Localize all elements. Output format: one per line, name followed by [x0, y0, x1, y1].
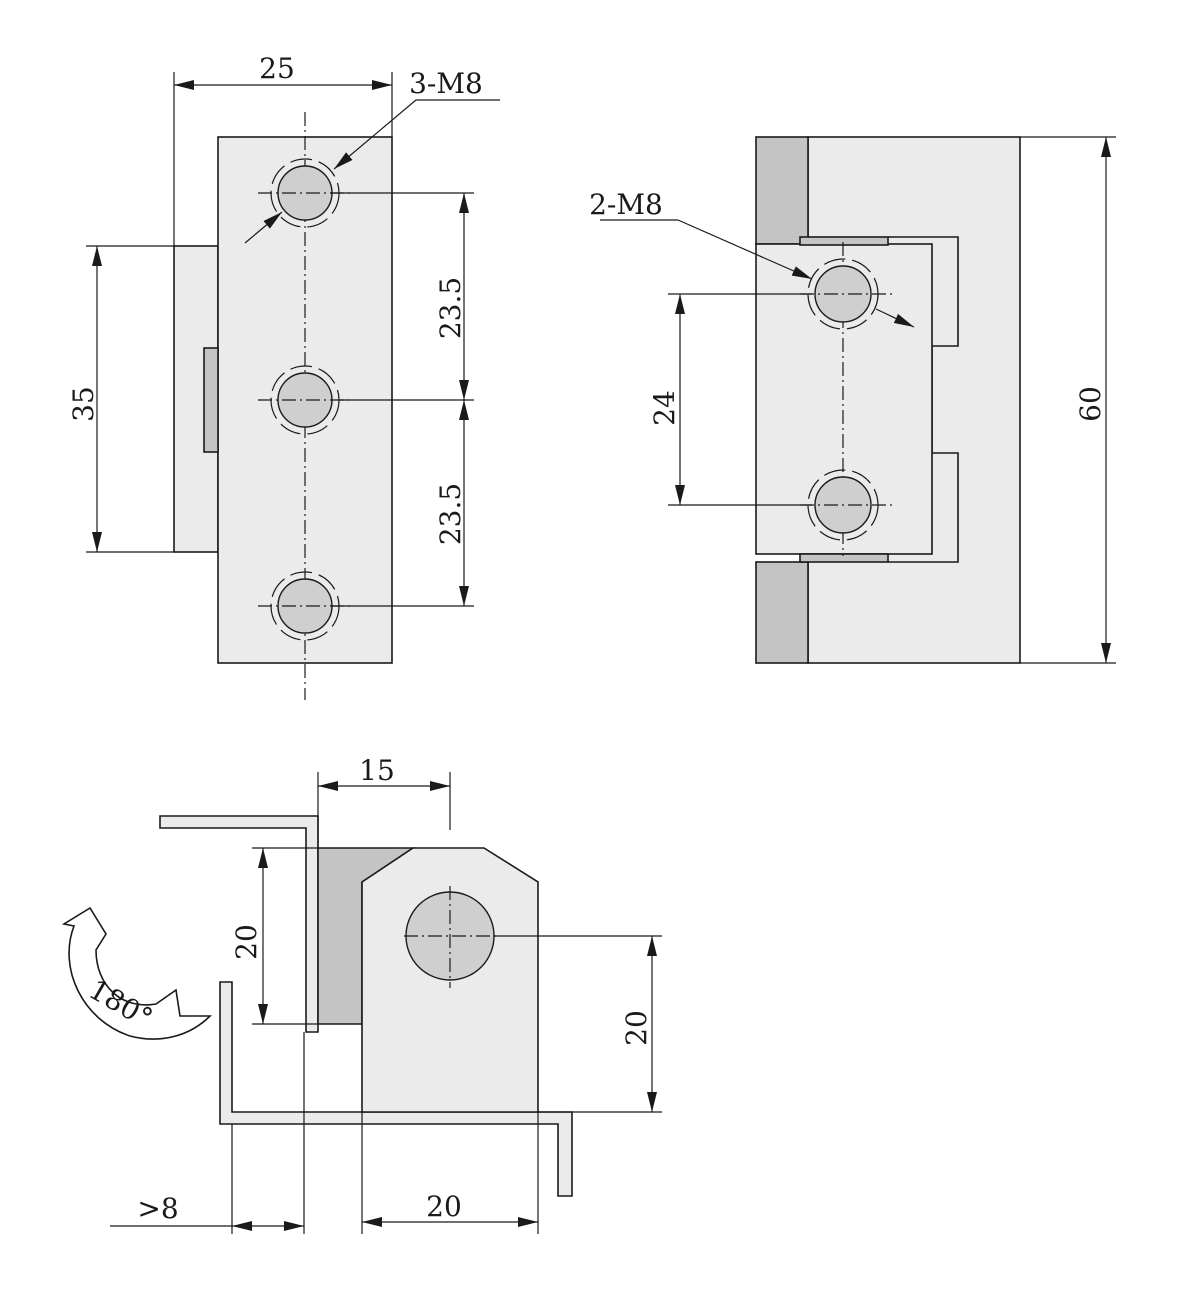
dim-gap-label: >8 [137, 1192, 178, 1225]
dim-pitch-upper-label: 23.5 [434, 277, 467, 339]
side-knuckle-bottom [755, 561, 809, 664]
side-holes-leader [677, 219, 813, 280]
side-knuckle-top [755, 136, 809, 245]
rotation-arrow-icon [61, 906, 212, 1040]
bottom-view: 15 20 20 >8 20 180° [61, 754, 662, 1234]
dim-pitch-lower-label: 23.5 [434, 483, 467, 545]
dim-base-width-label: 20 [426, 1190, 462, 1223]
knuckle-tab [203, 347, 219, 453]
dim-offset-label: 15 [359, 754, 395, 787]
frame-panel-lower [219, 981, 573, 1197]
holes-leader [333, 99, 417, 170]
dim-side-height-label: 60 [1074, 386, 1107, 422]
side-view: 60 24 2-M8 [589, 136, 1116, 664]
dim-side-pitch-label: 24 [648, 390, 681, 426]
washer-bottom [799, 553, 889, 563]
dim-leaf-height-label: 20 [230, 924, 263, 960]
hole-middle [258, 365, 352, 435]
side-hole-top [800, 258, 894, 330]
dim-hole-height-label: 20 [620, 1010, 653, 1046]
dim-height-label: 35 [67, 386, 100, 422]
side-hole-bottom [800, 469, 894, 541]
side-holes-callout: 2-M8 [589, 188, 663, 221]
bottom-hole [404, 886, 498, 988]
front-view: 25 35 23.5 23.5 3-M8 [67, 52, 500, 700]
dim-width-label: 25 [259, 52, 295, 85]
holes-callout: 3-M8 [409, 67, 483, 100]
washer-top [799, 236, 889, 246]
